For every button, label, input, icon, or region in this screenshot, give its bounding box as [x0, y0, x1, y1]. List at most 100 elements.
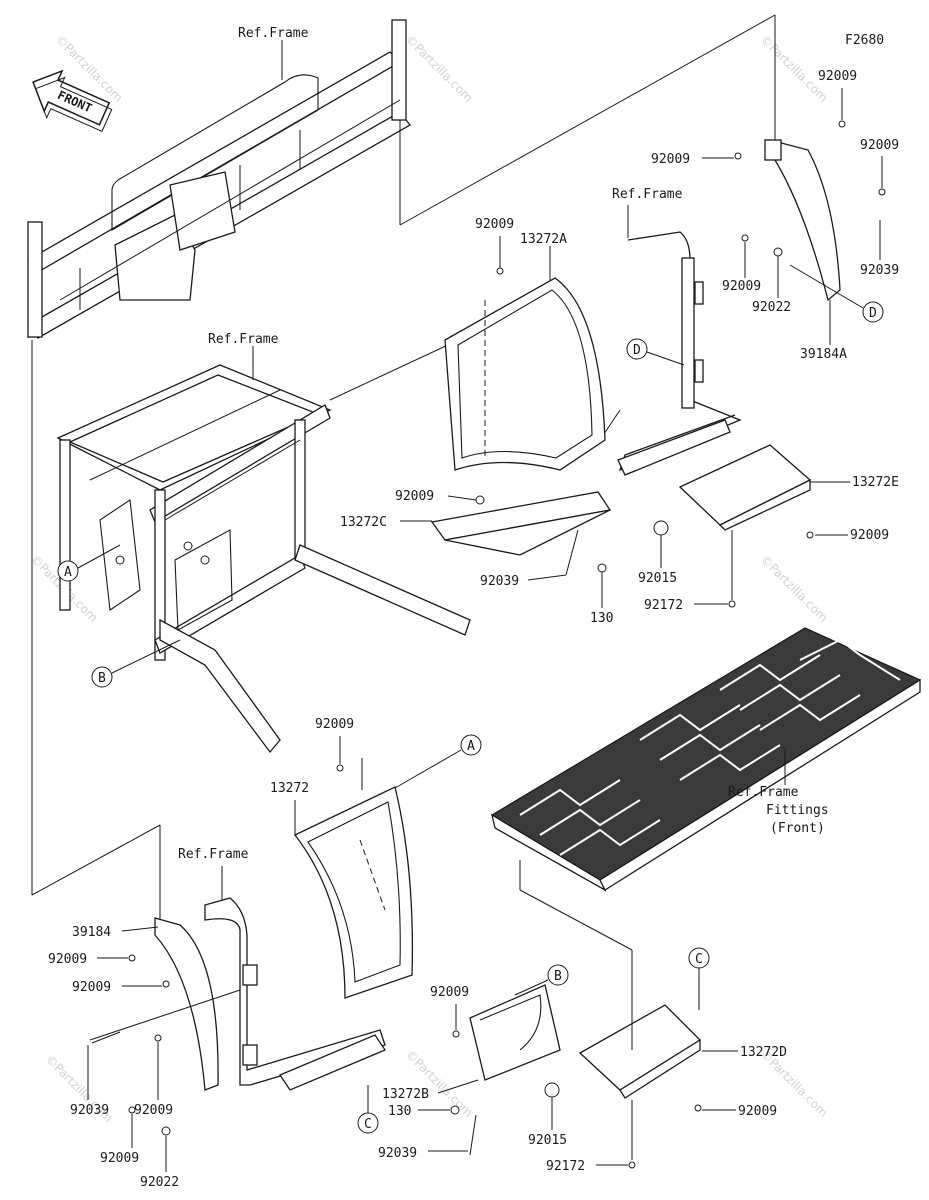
marker-c-lower-frame-label: C	[364, 1117, 372, 1132]
diagram-stroke	[59, 99, 401, 301]
label-130-2: 130	[388, 1104, 411, 1119]
label-ref-frame-right: Ref.Frame	[612, 187, 683, 202]
marker-a-lower-label: A	[467, 739, 475, 754]
lower-left-frame	[204, 897, 386, 1091]
label-92009-10: 92009	[48, 952, 87, 967]
diagram-stroke	[115, 555, 125, 565]
bolt-130-2	[450, 1105, 460, 1115]
bolt-92009-14	[452, 1030, 460, 1038]
label-ref-frame-fittings-3: (Front)	[770, 821, 825, 836]
diagram-stroke	[89, 389, 281, 481]
diagram-stroke	[111, 639, 181, 674]
label-92009-2: 92009	[651, 152, 690, 167]
part-13272A-panel	[444, 277, 606, 471]
bolt-92009-13	[128, 1106, 136, 1114]
marker-b-lower	[547, 964, 569, 986]
label-ref-frame-left: Ref.Frame	[178, 847, 249, 862]
bolt-92009-1	[838, 120, 846, 128]
diagram-stroke	[619, 1038, 701, 1099]
part-39184A	[764, 139, 841, 302]
marker-a-main-label: A	[64, 565, 72, 580]
diagram-stroke	[89, 989, 241, 1041]
label-13272D: 13272D	[740, 1045, 787, 1060]
top-frame-handle-bar	[111, 74, 319, 231]
front-arrow-icon	[32, 69, 111, 126]
bolt-92009-9	[336, 764, 344, 772]
diagram-stroke	[694, 359, 704, 383]
marker-d-right-label: D	[633, 343, 641, 358]
part-13272B	[469, 984, 561, 1081]
diagram-stroke	[121, 926, 159, 932]
part-39184	[154, 917, 219, 1091]
diagram-stroke	[77, 544, 121, 569]
diagram-stroke	[565, 529, 579, 576]
bolt-92009-2	[734, 152, 742, 160]
diagram-stroke	[307, 801, 401, 983]
marker-d-cover	[862, 301, 884, 323]
front-arrow-shadow	[34, 76, 113, 133]
main-frame-left-rear-post	[59, 439, 71, 611]
label-92009-3: 92009	[860, 138, 899, 153]
bolt-92009-6	[475, 495, 485, 505]
panel-13272	[293, 786, 414, 999]
bolt-92009-7	[496, 267, 504, 275]
clip-92015-1	[653, 520, 669, 536]
diagram-stroke	[399, 14, 776, 226]
watermark-7: ©Partzilla.com	[403, 1047, 476, 1120]
label-92015-1: 92015	[638, 571, 677, 586]
diagram-stroke	[617, 419, 731, 476]
marker-b-lower-label: B	[554, 969, 562, 984]
bolt-92009-11	[162, 980, 170, 988]
bolt-92172-2	[628, 1161, 636, 1169]
diagram-stroke	[789, 264, 864, 309]
label-92009-4: 92009	[722, 279, 761, 294]
part-13272-panel	[293, 786, 414, 999]
label-39184A: 39184A	[800, 347, 847, 362]
diagram-stroke	[200, 555, 210, 565]
label-13272: 13272	[270, 781, 309, 796]
main-frame-bottom-rail	[154, 554, 306, 654]
label-92009-13: 92009	[100, 1151, 139, 1166]
diagram-stroke	[31, 824, 161, 896]
label-13272A: 13272A	[520, 232, 567, 247]
cover-39184	[154, 917, 219, 1091]
part-13272E	[678, 444, 812, 531]
label-13272B: 13272B	[382, 1087, 429, 1102]
marker-b-main	[91, 666, 113, 688]
top-frame-right-post	[391, 19, 407, 121]
panel-13272B	[469, 984, 561, 1081]
label-92009-11: 92009	[72, 980, 111, 995]
label-92009-14: 92009	[430, 985, 469, 1000]
bolt-92172-1	[728, 600, 736, 608]
label-92022-1: 92022	[752, 300, 791, 315]
cover-39184A	[769, 139, 841, 302]
washer-92022-1	[773, 247, 783, 257]
main-frame-assembly	[56, 364, 471, 754]
label-ref-frame-fittings-1: Ref.Frame	[728, 785, 799, 800]
main-frame-left-front-post	[154, 489, 166, 661]
diagram-stroke	[447, 495, 477, 501]
diagram-stroke	[91, 1031, 121, 1044]
watermark-2: ©Partzilla.com	[403, 32, 476, 105]
top-frame-bracket	[114, 214, 196, 301]
bolt-92009-8	[806, 531, 814, 539]
diagram-stroke	[718, 478, 811, 531]
part-13272D	[578, 1004, 702, 1099]
label-92009-7: 92009	[475, 217, 514, 232]
label-92015-2: 92015	[528, 1133, 567, 1148]
bolt-92009-4	[741, 234, 749, 242]
marker-c-13272D-label: C	[695, 952, 703, 967]
label-92009-15: 92009	[738, 1104, 777, 1119]
lower-left-ref-frame	[204, 897, 386, 1086]
label-130-1: 130	[590, 611, 613, 626]
diagram-stroke	[279, 1034, 386, 1091]
diagram-stroke	[437, 1079, 479, 1094]
label-ref-frame-top: Ref.Frame	[238, 26, 309, 41]
figure-code: F2680	[845, 33, 884, 48]
top-frame-assembly	[27, 19, 411, 339]
watermark-5: ©Partzilla.com	[758, 552, 831, 625]
right-side-frame	[617, 231, 742, 476]
label-92009-8: 92009	[850, 528, 889, 543]
